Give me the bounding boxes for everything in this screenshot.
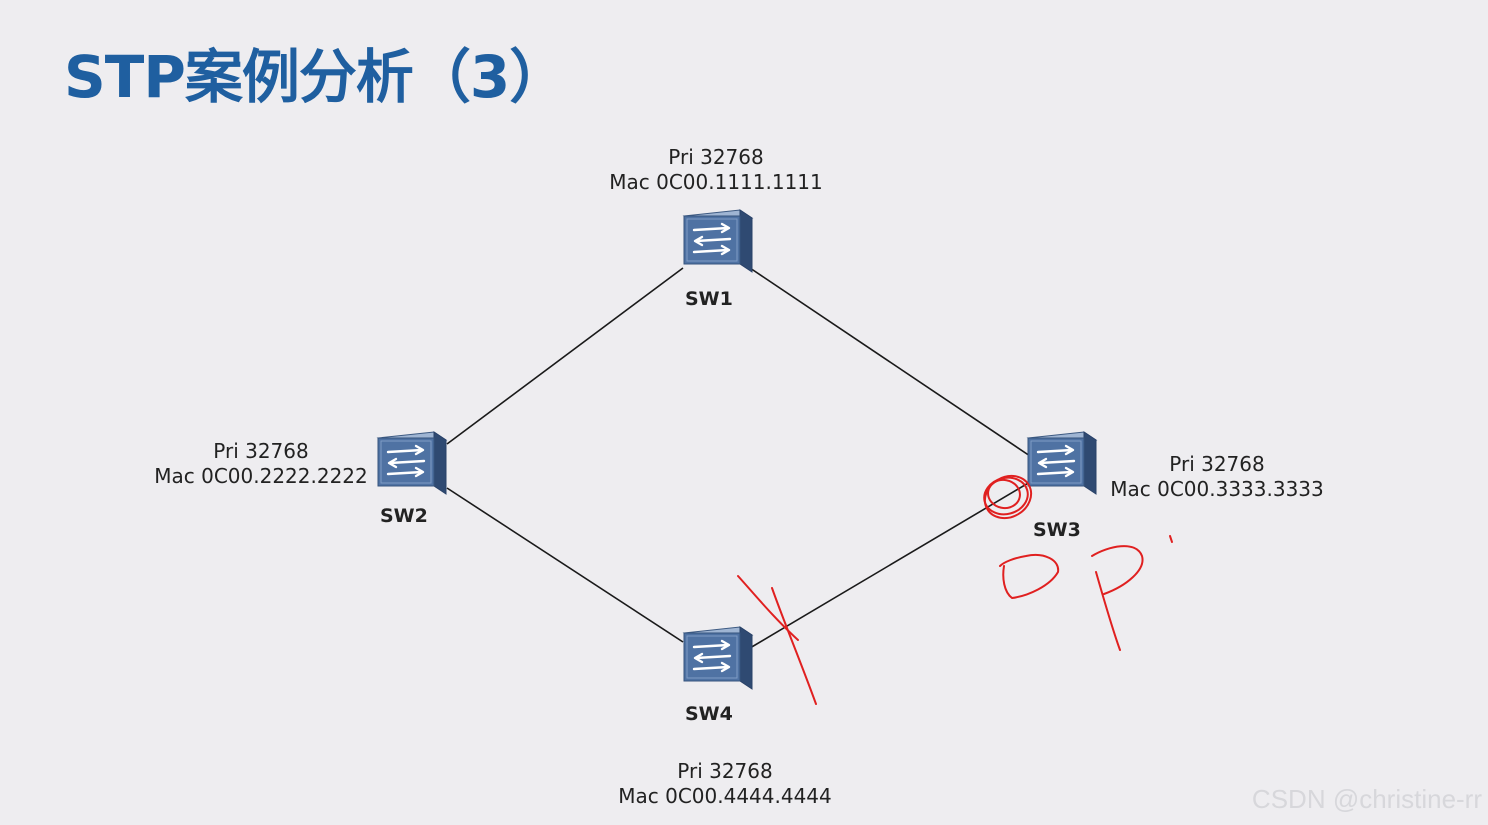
switch-sw1-icon[interactable] [682,208,754,274]
dp-handwritten-text [999,535,1173,651]
sw2-mac: Mac 0C00.2222.2222 [154,464,368,488]
sw1-mac: Mac 0C00.1111.1111 [609,170,823,194]
link-sw1-sw2 [446,267,684,445]
slide-title: STP案例分析（3） [64,43,567,111]
sw3-mac: Mac 0C00.3333.3333 [1110,477,1324,501]
sw2-name: SW2 [380,505,428,527]
links [446,267,1031,649]
watermark: CSDN @christine-rr [1251,784,1482,814]
sw3-name: SW3 [1033,519,1081,541]
switch-sw3-icon[interactable] [1026,430,1098,496]
sw1-name: SW1 [685,288,733,310]
switch-sw4-icon[interactable] [682,625,754,691]
link-sw2-sw4 [446,487,684,643]
sw4-priority: Pri 32768 [677,759,773,783]
sw3-info-label: Pri 32768 Mac 0C00.3333.3333 [1098,452,1336,502]
sw3-priority: Pri 32768 [1169,452,1265,476]
blocked-link-cross-mark [737,575,817,705]
sw1-priority: Pri 32768 [668,145,764,169]
sw3-port-circle-mark [983,474,1033,520]
link-sw1-sw3 [749,267,1031,457]
handwritten-annotations [737,474,1173,705]
link-sw4-sw3 [749,481,1031,649]
sw2-priority: Pri 32768 [213,439,309,463]
sw2-info-label: Pri 32768 Mac 0C00.2222.2222 [142,439,380,489]
sw4-name: SW4 [685,703,733,725]
switch-sw2-icon[interactable] [376,430,448,496]
sw4-info-label: Pri 32768 Mac 0C00.4444.4444 [606,759,844,809]
sw4-mac: Mac 0C00.4444.4444 [618,784,832,808]
sw1-info-label: Pri 32768 Mac 0C00.1111.1111 [596,145,836,195]
